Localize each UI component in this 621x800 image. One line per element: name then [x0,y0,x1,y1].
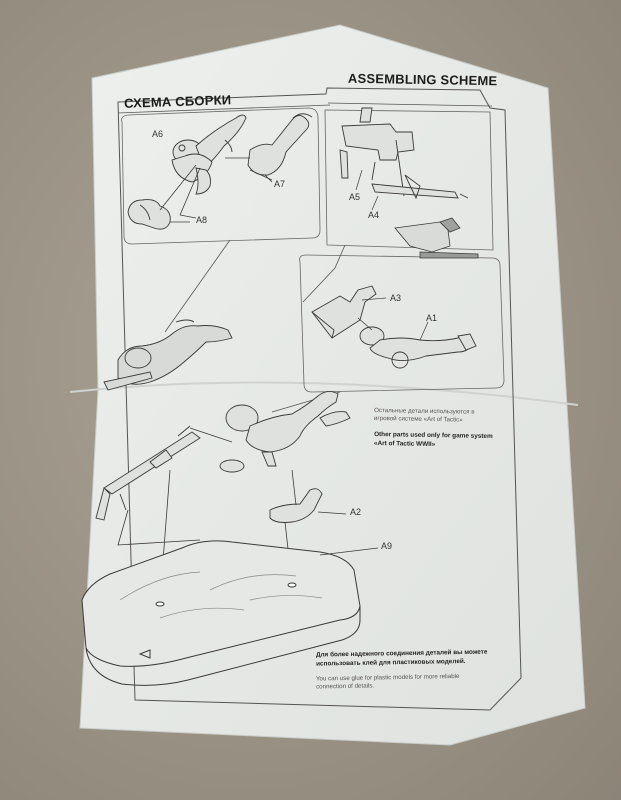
figure-a9-base [81,540,361,686]
outer-frame [117,87,522,711]
paper-fold [69,381,579,406]
figure-a5-machine-gun [339,107,415,197]
note-glue-en: You can use glue for plastic models for … [315,672,460,691]
title-en: ASSEMBLING SCHEME [347,70,498,89]
figure-a1-body [359,326,477,369]
figure-rifle [95,425,201,521]
figure-a4-bipod [371,174,469,200]
note-game-ru: Остальные детали используются в игровой … [373,406,475,424]
part-label-a4: A4 [368,210,380,220]
figure-main-soldier [219,391,351,473]
title-ru: СХЕМА СБОРКИ [123,92,232,111]
part-label-a2: A2 [350,507,362,517]
part-label-a3: A3 [390,293,402,303]
subbox-a1-a3 [299,254,505,393]
part-label-a8: A8 [196,215,208,225]
figure-a2-arm [269,488,323,523]
figure-a6-torso [171,114,247,195]
note-glue-ru: Для более надежного соединения деталей в… [315,648,488,668]
part-label-a1: A1 [426,313,438,323]
note-game-en: Other parts used only for game system «A… [373,430,493,448]
figure-a7-leg [247,113,313,176]
part-label-a6: A6 [152,129,164,139]
figure-a8-arm [127,199,171,230]
part-label-a7: A7 [274,179,286,189]
figure-prone-soldier-middle [103,319,233,391]
figure-a3-head [311,285,377,339]
part-label-a9: A9 [381,541,393,551]
subbox-a4-a5 [324,109,494,251]
part-label-a5: A5 [349,192,361,202]
figure-small-assembled [394,217,479,259]
subbox-a6-a8 [121,107,321,245]
